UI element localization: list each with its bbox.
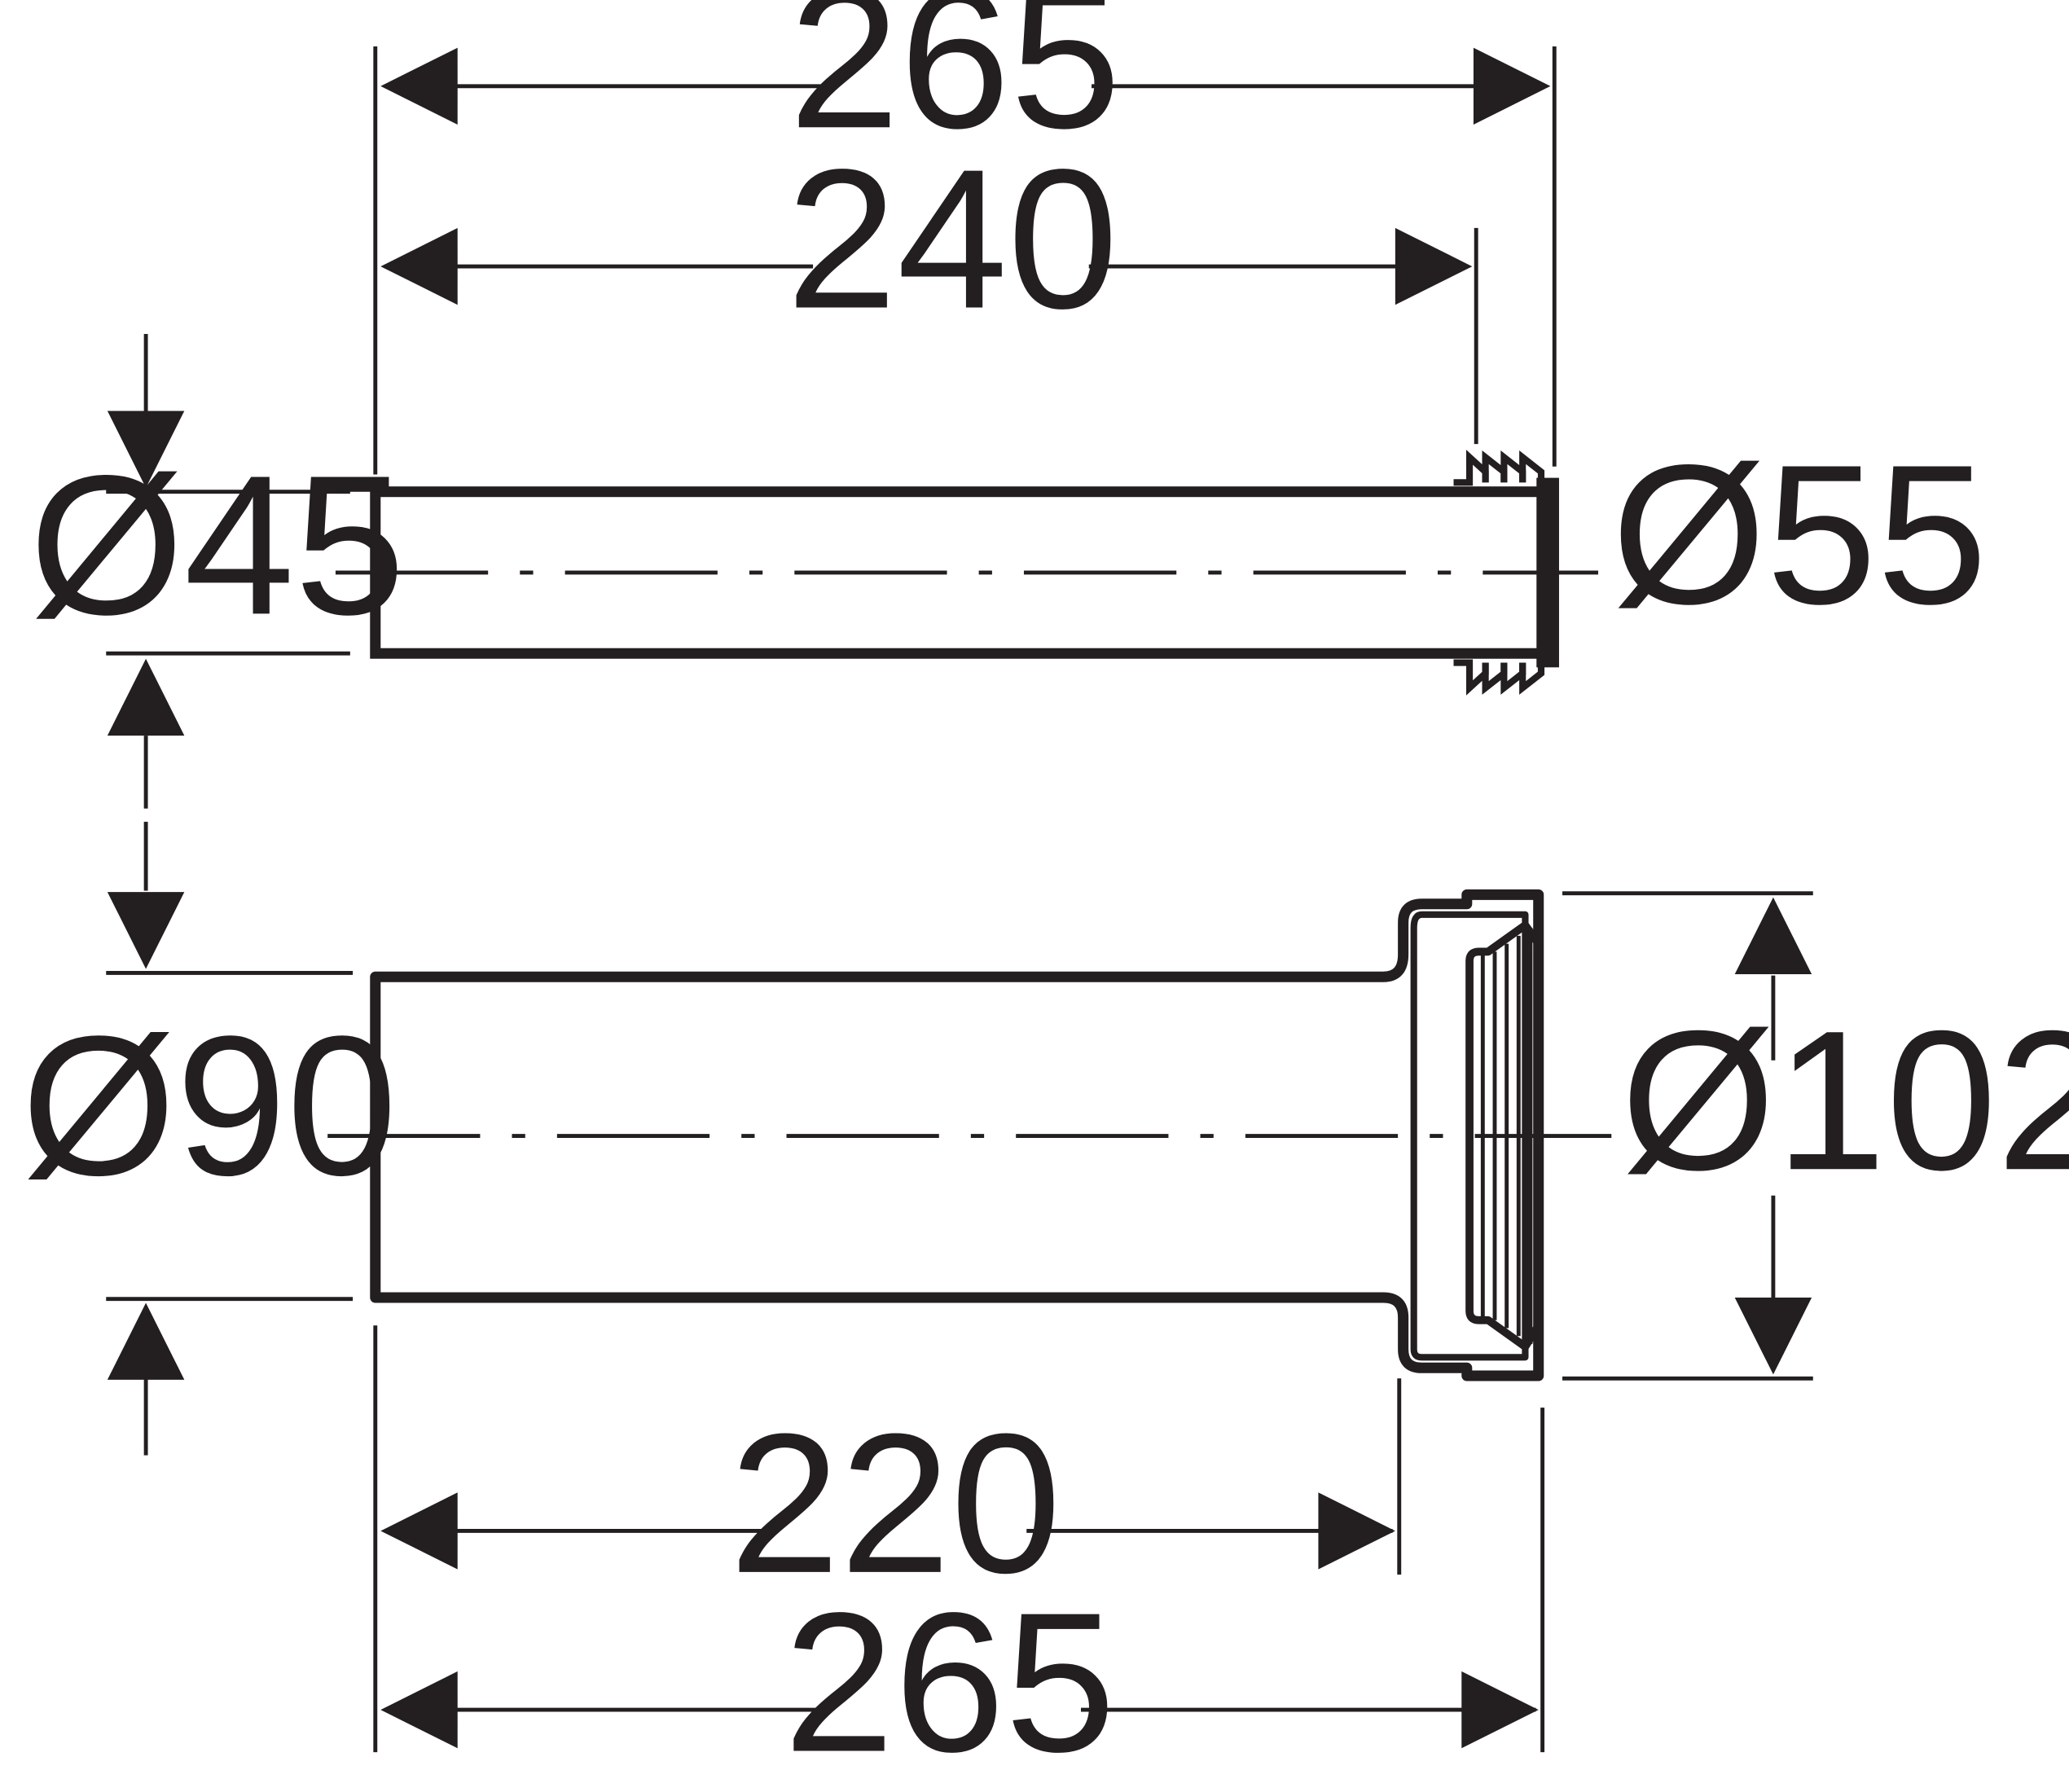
arrow-240-left [380,227,458,305]
bottom-pipe-collar-inner [1410,911,1529,1361]
arrow-265-top-left [380,47,458,125]
arrow-102-top [1734,897,1812,975]
label-bottom-overall-length: 265 [784,1571,1115,1792]
arrow-90-bottom [107,1302,185,1380]
label-bottom-length-220: 220 [729,1392,1061,1614]
arrow-102-bottom [1734,1298,1812,1375]
arrow-265-top-right [1473,47,1551,125]
top-pipe-seal-ribs [1453,450,1545,696]
label-diameter-55: Ø55 [1611,423,1988,645]
bottom-pipe-seal [1465,920,1543,1351]
arrow-220-left [380,1492,458,1570]
arrow-90-top [107,892,185,969]
arrow-45-bottom [107,658,185,736]
arrow-240-right [1395,227,1473,305]
top-dimensions [106,46,1557,891]
bottom-arrowheads [107,892,1812,1749]
label-diameter-45: Ø45 [29,433,406,656]
arrow-45-top [107,411,185,488]
bottom-pipe [327,889,1612,1381]
bottom-pipe-body [370,889,1544,1381]
arrow-220-right [1318,1492,1395,1570]
top-arrowheads [107,47,1551,736]
label-top-overall-length: 265 [789,0,1121,169]
arrow-265-bottom-left [380,1671,458,1749]
arrow-265-bottom-right [1461,1671,1539,1749]
top-pipe [335,450,1598,696]
label-diameter-90: Ø90 [21,995,398,1217]
label-top-inner-length: 240 [786,128,1118,350]
